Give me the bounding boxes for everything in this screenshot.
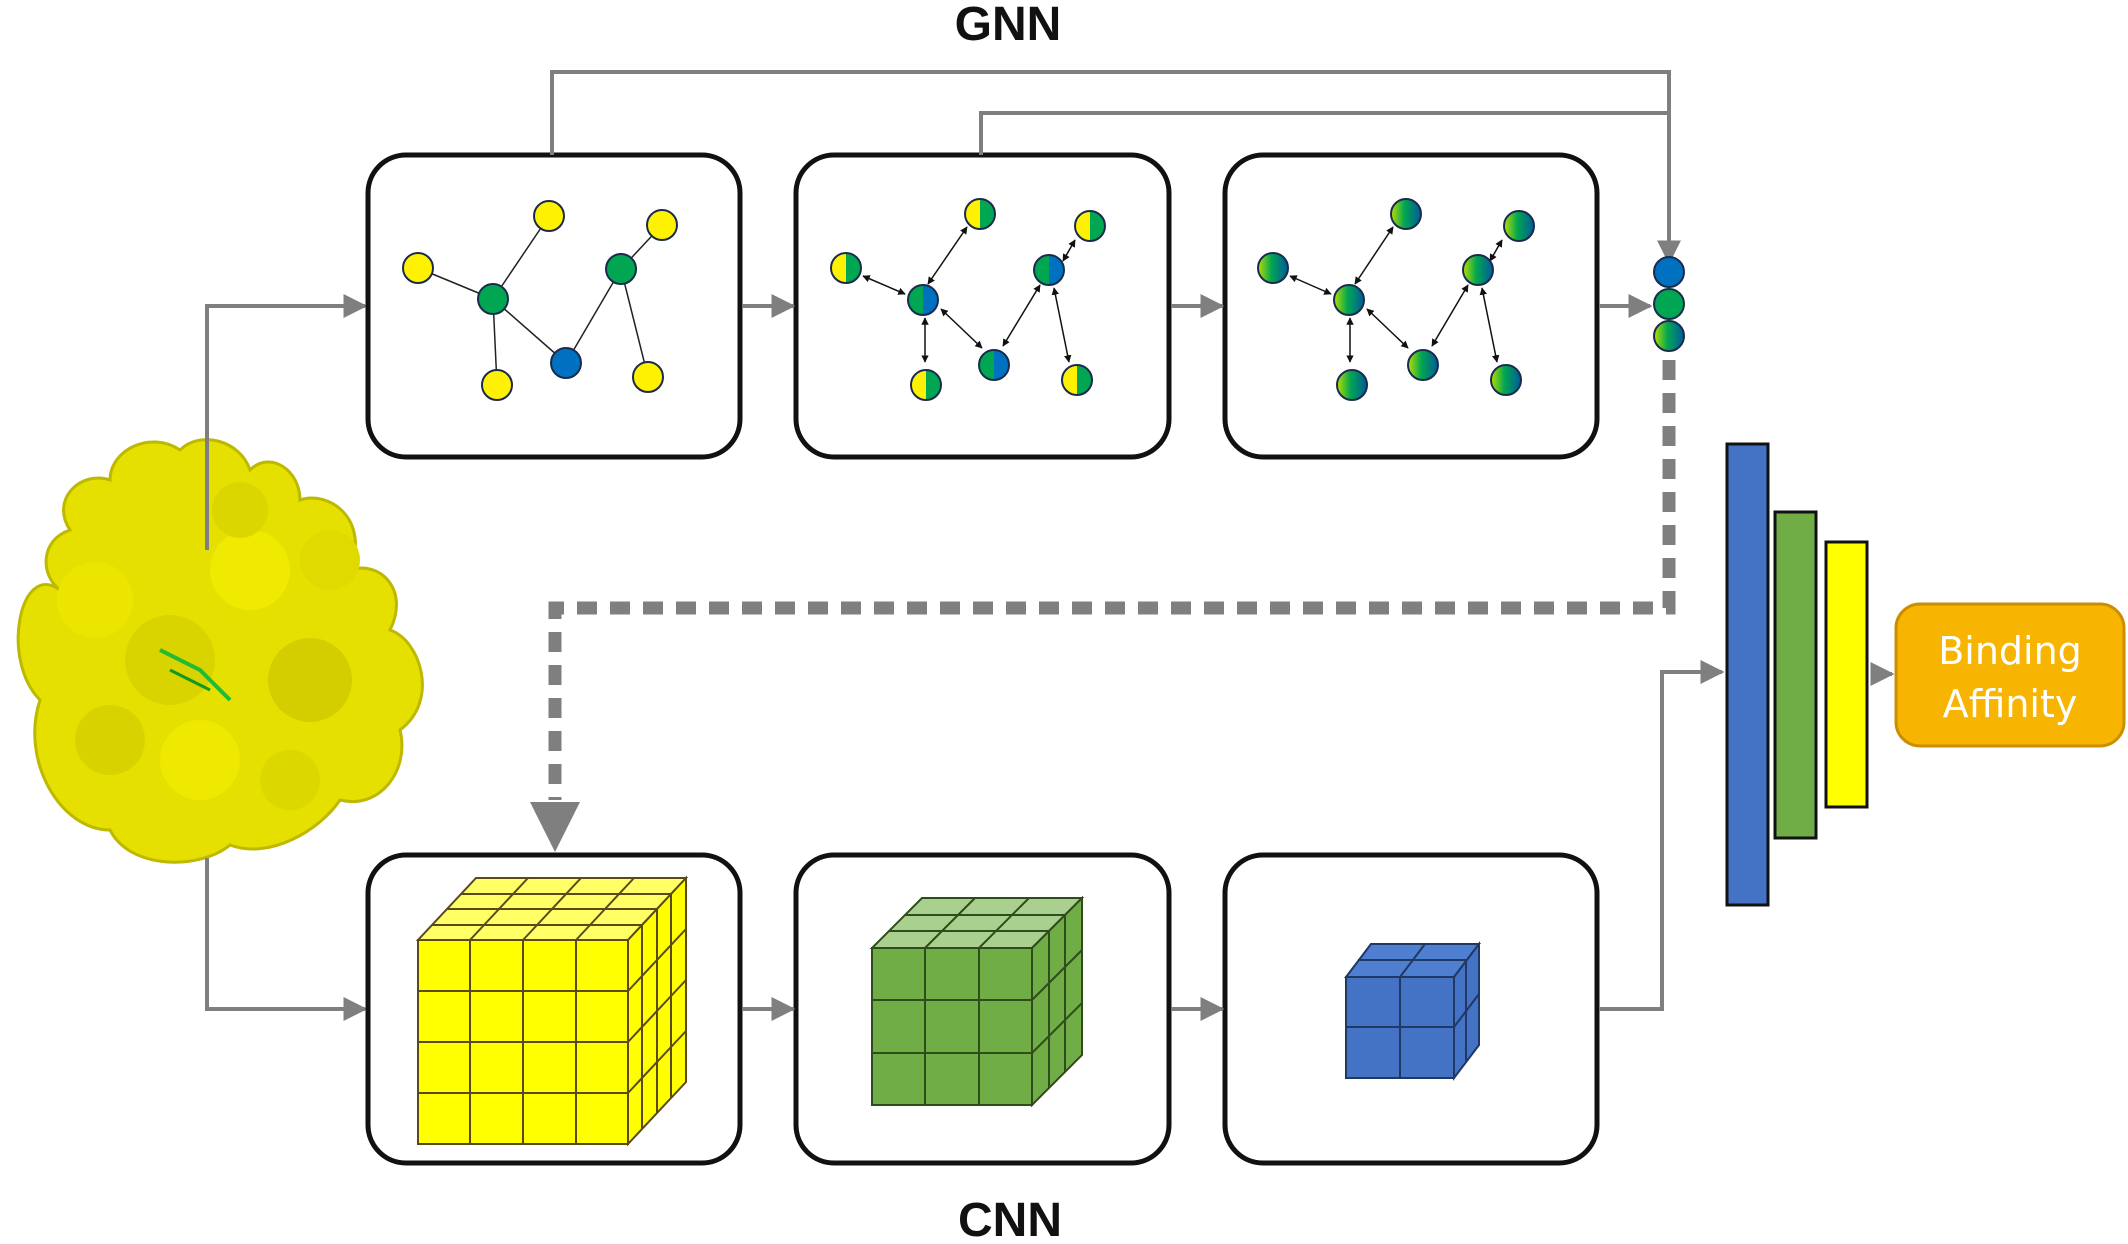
fc-layer-blue (1725, 442, 1770, 907)
green-voxel-cube (869, 895, 1085, 1108)
cnn-label: CNN (958, 1194, 1062, 1244)
graph-node (1033, 254, 1065, 286)
gnn-label: GNN (955, 0, 1062, 51)
input-split-arrows (205, 294, 368, 1021)
gnn-to-cnn-dashed-arrow (530, 360, 1676, 852)
protein-structure-image (16, 438, 424, 864)
graph-node (907, 284, 939, 316)
graph-node (1061, 364, 1093, 396)
graph-node (1407, 349, 1439, 381)
graph-node (910, 369, 942, 401)
binding-affinity-box: Binding Affinity (1894, 602, 2126, 748)
yellow-voxel-cube (415, 875, 689, 1147)
cnn-layer-3-box (1222, 852, 1600, 1166)
gnn-layer-2-box (793, 152, 1172, 460)
graph-node (550, 347, 582, 379)
output-node-blue (1653, 256, 1685, 288)
blue-voxel-cube (1343, 941, 1482, 1081)
graph-node (1503, 210, 1535, 242)
graph-node (1333, 284, 1365, 316)
graph-node (1336, 369, 1368, 401)
binding-affinity-line1: Binding (1938, 629, 2082, 673)
binding-affinity-line2: Affinity (1943, 682, 2078, 726)
graph-node (402, 252, 434, 284)
cnn-layer-2-box (793, 852, 1172, 1166)
graph-node (964, 198, 996, 230)
gnn-layer-1-box (365, 152, 743, 460)
gnn-layer-3-box (1222, 152, 1600, 460)
gnn-output-nodes (1653, 256, 1685, 352)
fc-layer-yellow (1824, 540, 1869, 809)
output-node-green (1653, 288, 1685, 320)
graph-node (1390, 198, 1422, 230)
graph-node (632, 361, 664, 393)
output-node-gradient (1653, 320, 1685, 352)
cnn-layer-1-box (365, 852, 743, 1166)
graph-node (978, 349, 1010, 381)
graph-node (1462, 254, 1494, 286)
fully-connected-layers (1725, 442, 1869, 907)
graph-node (477, 283, 509, 315)
graph-node (481, 369, 513, 401)
graph-node (605, 253, 637, 285)
cnn-flow-arrows (742, 660, 1725, 1021)
graph-node (830, 252, 862, 284)
graph-node (533, 200, 565, 232)
graph-node (1490, 364, 1522, 396)
graph-node (1074, 210, 1106, 242)
gnn-flow-arrows (550, 70, 1681, 318)
graph-node (1257, 252, 1289, 284)
graph-node (646, 209, 678, 241)
fc-layer-green (1773, 510, 1818, 840)
